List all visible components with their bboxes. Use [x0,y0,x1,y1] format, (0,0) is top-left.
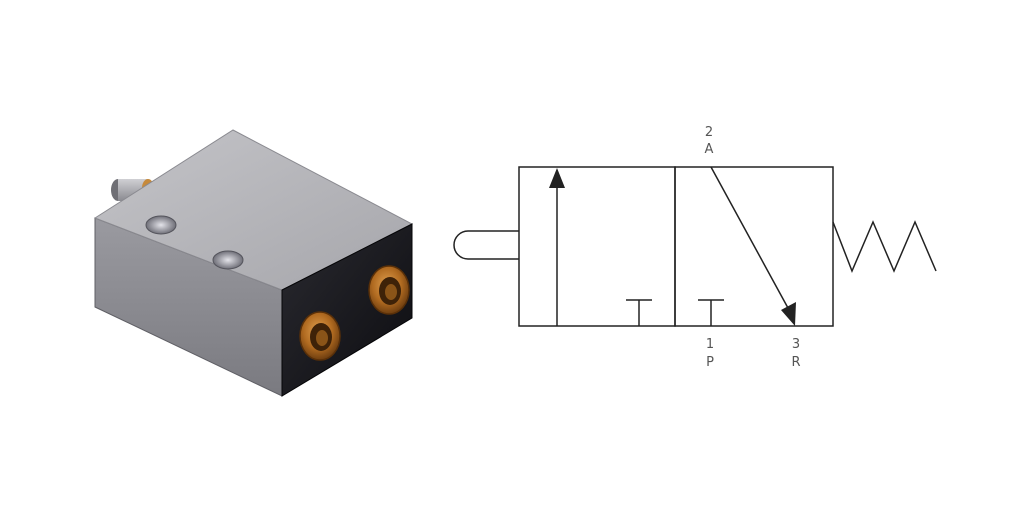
port-3-number: 3 [792,337,800,352]
port-1-letter: P [706,355,714,370]
flow-line-right [710,166,789,309]
port-3-letter: R [791,355,800,370]
valve-symbol [453,166,937,327]
mounting-hole [145,215,177,235]
port-labels: 2 A 1 P 3 R [705,125,801,370]
port-1-number: 1 [706,337,714,352]
valve-3d-model [93,129,414,397]
port-2-letter: A [705,142,714,157]
port-2-number: 2 [705,125,713,140]
brass-fitting [368,265,410,315]
envelope-right [674,166,834,327]
mounting-hole [212,250,244,270]
envelope-left [518,166,676,327]
spring-return-symbol [832,220,937,273]
flow-arrowhead-left [549,168,565,188]
flow-arrowhead-right [781,302,796,326]
blocked-port-symbol [698,299,724,326]
blocked-port-symbol [626,299,652,326]
plunger-actuator-symbol [453,230,519,260]
brass-fitting [299,311,341,361]
